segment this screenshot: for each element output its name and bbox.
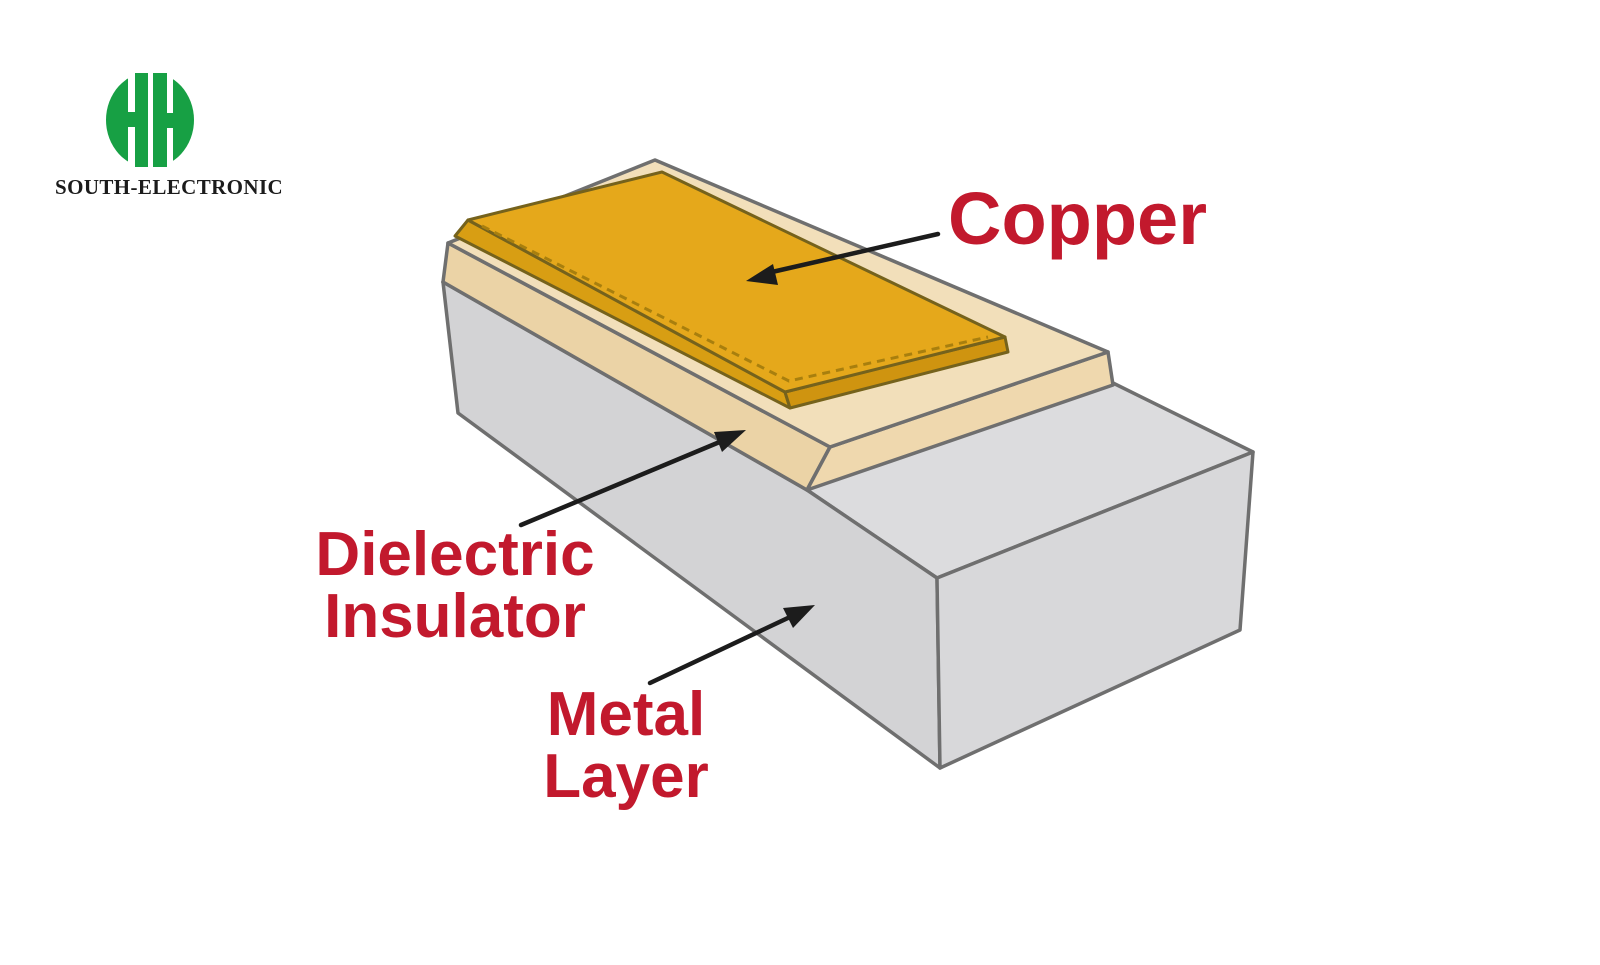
copper-top-bevel-line: [481, 224, 989, 383]
metal-arrowhead-icon: [783, 605, 815, 628]
label-copper: Copper: [948, 177, 1207, 260]
logo: SOUTH-ELECTRONIC: [55, 70, 284, 200]
copper-arrowhead-icon: [746, 264, 778, 285]
logo-crossbar-left: [118, 112, 146, 127]
metal-arrow: [647, 605, 815, 686]
copper-slab: [453, 170, 1010, 410]
brand-name: SOUTH-ELECTRONIC: [55, 175, 284, 199]
dielectric-arrow: [518, 430, 746, 528]
copper-top-face: [466, 170, 1007, 394]
copper-arrow: [746, 231, 941, 285]
dielectric-arrowhead-icon: [714, 430, 746, 452]
logo-hh-emblem-icon: [106, 72, 194, 168]
logo-crossbar-right: [154, 113, 183, 128]
label-dielectric-insulator: Dielectric Insulator: [315, 520, 595, 651]
metal-layer-front-right-face: [935, 450, 1255, 770]
label-metal-layer: Metal Layer: [543, 680, 709, 811]
